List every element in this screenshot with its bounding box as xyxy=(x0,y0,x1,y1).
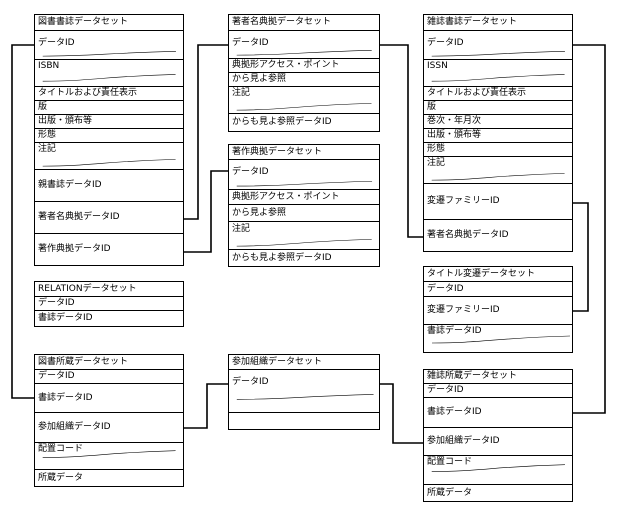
field-data-id: データID xyxy=(424,31,572,60)
field-location-code: 配置コード xyxy=(424,456,572,485)
table-zasshi-shozo: 雑誌所蔵データセット データID 書誌データID 参加組織データID 配置コード… xyxy=(423,369,573,502)
connector-tosho-author-auth xyxy=(184,44,228,220)
field-author-auth-id: 著者名典拠データID xyxy=(427,230,509,240)
table-title-hensen: タイトル変遷データセット データID 変遷ファミリーID 書誌データID xyxy=(423,266,573,353)
connector-zasshi-id-to-shozo xyxy=(573,44,606,414)
field-form: 形態 xyxy=(35,129,183,143)
field-data-id: データID xyxy=(35,297,183,311)
connector-tosho-org xyxy=(184,383,228,429)
field-issn: ISSN xyxy=(424,60,572,87)
table-tosho-shoshi: 図書書誌データセット データID ISBN タイトルおよび責任表示 版 出版・頒… xyxy=(34,14,184,266)
field-title-resp: タイトルおよび責任表示 xyxy=(424,87,572,101)
table-zasshi-shoshi: 雑誌書誌データセット データID ISSN タイトルおよび責任表示 版 巻次・年… xyxy=(423,14,573,252)
field-edition: 版 xyxy=(424,101,572,115)
table-title: 著者名典拠データセット xyxy=(229,15,379,31)
table-relation: RELATIONデータセット データID 書誌データID xyxy=(34,281,184,327)
field-edition: 版 xyxy=(35,101,183,115)
field-data-id: データID xyxy=(424,384,572,398)
table-title: 雑誌書誌データセット xyxy=(424,15,572,31)
field-data-id: データID xyxy=(229,31,379,59)
field-form: 形態 xyxy=(424,143,572,157)
field-see-ref: から見よ参照 xyxy=(229,205,379,222)
table-title: 図書所蔵データセット xyxy=(35,355,183,370)
connector-author-auth-to-zasshi xyxy=(380,44,423,238)
table-title: RELATIONデータセット xyxy=(35,282,183,297)
table-title: 参加組織データセット xyxy=(229,355,379,370)
field-data-id: データID xyxy=(35,31,183,60)
connector-family-id xyxy=(573,202,589,312)
table-title: 図書書誌データセット xyxy=(35,15,183,31)
field-title-resp: タイトルおよび責任表示 xyxy=(35,87,183,101)
table-title: 雑誌所蔵データセット xyxy=(424,370,572,384)
connector-org-to-zasshi xyxy=(380,383,423,444)
table-sanka-soshiki: 参加組織データセット データID xyxy=(228,354,380,430)
field-note: 注記 xyxy=(229,222,379,250)
field-volume: 巻次・年月次 xyxy=(424,115,572,129)
field-publication: 出版・頒布等 xyxy=(424,129,572,143)
field-location-code: 配置コード xyxy=(35,443,183,470)
field-holdings: 所蔵データ xyxy=(38,472,84,483)
connector-tosho-id-to-shozo xyxy=(11,44,34,399)
field-publication: 出版・頒布等 xyxy=(35,115,183,129)
field-family-id: 変遷ファミリーID xyxy=(424,297,572,325)
field-see-ref: から見よ参照 xyxy=(229,73,379,87)
field-see-also-id: からも見よ参照データID xyxy=(232,252,332,263)
table-tosho-shozo: 図書所蔵データセット データID 書誌データID 参加組織データID 配置コード… xyxy=(34,354,184,487)
field-shoshi-id: 書誌データID xyxy=(424,325,572,352)
field-data-id: データID xyxy=(229,160,379,190)
field-holdings: 所蔵データ xyxy=(427,487,473,498)
table-title: タイトル変遷データセット xyxy=(424,267,572,282)
field-note: 注記 xyxy=(35,143,183,170)
table-title: 著作典拠データセット xyxy=(229,145,379,160)
field-parent-id: 親書誌データID xyxy=(35,170,183,202)
field-org-id: 参加組織データID xyxy=(35,413,183,443)
field-shoshi-id: 書誌データID xyxy=(38,313,93,323)
field-data-id: データID xyxy=(35,370,183,384)
empty-row xyxy=(229,413,379,429)
field-author-auth-id: 著者名典拠データID xyxy=(35,202,183,234)
field-shoshi-id: 書誌データID xyxy=(424,398,572,428)
field-note: 注記 xyxy=(229,87,379,114)
table-chosha-tenkyo: 著者名典拠データセット データID 典拠形アクセス・ポイント から見よ参照 注記… xyxy=(228,14,380,132)
field-work-auth-id: 著作典拠データID xyxy=(38,244,111,254)
field-shoshi-id: 書誌データID xyxy=(35,384,183,413)
connector-tosho-work-auth xyxy=(184,170,228,253)
field-see-also-id: からも見よ参照データID xyxy=(232,117,332,127)
field-data-id: データID xyxy=(229,370,379,413)
table-chosaku-tenkyo: 著作典拠データセット データID 典拠形アクセス・ポイント から見よ参照 注記 … xyxy=(228,144,380,267)
field-family-id: 変遷ファミリーID xyxy=(424,184,572,220)
field-isbn: ISBN xyxy=(35,60,183,87)
field-org-id: 参加組織データID xyxy=(424,428,572,456)
field-data-id: データID xyxy=(424,282,572,297)
field-access-point: 典拠形アクセス・ポイント xyxy=(229,190,379,205)
field-note: 注記 xyxy=(424,157,572,184)
field-access-point: 典拠形アクセス・ポイント xyxy=(229,59,379,73)
